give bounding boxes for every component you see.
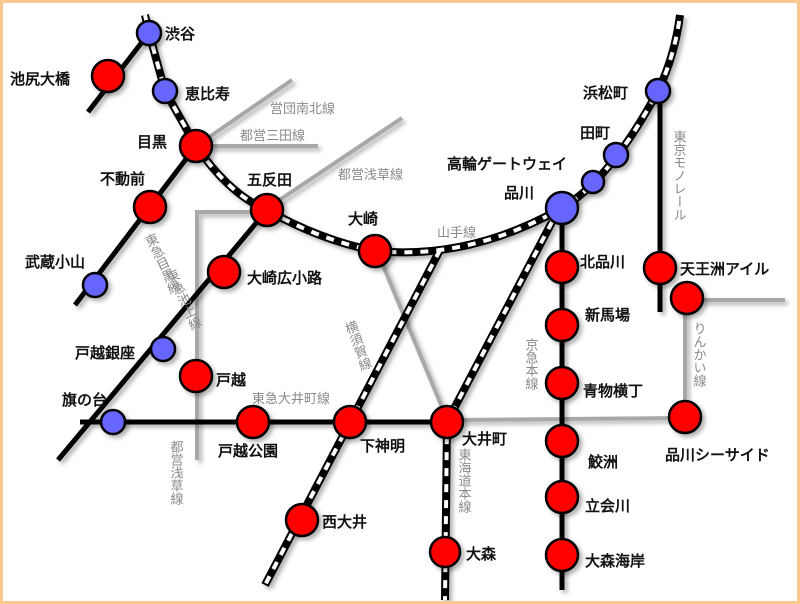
label-nanboku-line: 営団南北線 — [270, 101, 335, 117]
station-takanawa-gateway[interactable] — [580, 169, 606, 195]
station-togoshi[interactable] — [178, 358, 214, 394]
label-rinkai-line: りんかい線 — [691, 322, 707, 387]
label-yokosuka-line: 横須賀線 — [341, 319, 374, 374]
label-osaki-hirokoji: 大崎広小路 — [247, 269, 323, 287]
label-tachiaigawa: 立会川 — [585, 497, 630, 515]
station-musashi-koyama[interactable] — [81, 271, 109, 299]
station-nishi-oi[interactable] — [284, 502, 320, 538]
station-tachiaigawa[interactable] — [544, 479, 580, 515]
label-shimoshinmei: 下神明 — [360, 437, 405, 455]
label-oimachi: 大井町 — [462, 430, 507, 448]
label-ebisu: 恵比寿 — [185, 85, 230, 103]
yamanote-line — [143, 14, 682, 255]
label-togoshi-ginza: 戸越銀座 — [75, 344, 135, 362]
label-shinagawa-seaside: 品川シーサイド — [665, 446, 770, 464]
label-fudomae: 不動前 — [100, 170, 145, 188]
asakusa-line-diag — [273, 116, 404, 205]
rinkai-link-line — [378, 257, 446, 413]
label-nishi-oi: 西大井 — [322, 513, 367, 531]
station-togoshi-koen[interactable] — [235, 404, 271, 440]
station-osaki-hirokoji[interactable] — [206, 254, 242, 290]
label-omori-kaigan: 大森海岸 — [585, 552, 645, 570]
label-asakusa-line-vertical: 都営浅草線 — [168, 440, 184, 505]
station-ikejiri-ohashi[interactable] — [90, 58, 126, 94]
station-gotanda[interactable] — [249, 192, 285, 228]
label-togoshi-koen: 戸越公園 — [218, 442, 278, 460]
label-monorail-line: 東京モノレール — [671, 129, 687, 221]
station-fudomae[interactable] — [132, 189, 168, 225]
label-shibuya: 渋谷 — [165, 25, 196, 43]
label-kita-shinagawa: 北品川 — [580, 253, 625, 271]
label-keikyu-line: 京急本線 — [523, 338, 539, 390]
station-samezu[interactable] — [544, 423, 580, 459]
label-samezu: 鮫洲 — [588, 453, 618, 471]
station-hamamatsucho[interactable] — [644, 77, 672, 105]
label-asakusa-line: 都営浅草線 — [338, 167, 403, 183]
label-omori: 大森 — [466, 545, 497, 563]
station-shimoshinmei[interactable] — [332, 404, 368, 440]
label-takanawa-gateway: 高輪ゲートウェイ — [447, 155, 567, 173]
station-aomono-yokocho[interactable] — [544, 365, 580, 401]
station-osaki[interactable] — [357, 233, 393, 269]
label-yamanote-line: 山手線 — [437, 225, 476, 241]
label-tamachi: 田町 — [580, 124, 610, 142]
station-shinagawa[interactable] — [544, 190, 580, 226]
label-hatanodai: 旗の台 — [62, 391, 107, 409]
station-shinagawa-seaside[interactable] — [667, 399, 703, 435]
tokaido-line — [443, 221, 554, 601]
station-kita-shinagawa[interactable] — [544, 249, 580, 285]
label-gotanda: 五反田 — [247, 171, 292, 189]
label-tokaido-line: 東海道本線 — [456, 447, 472, 513]
oimachi-gray-line — [459, 416, 686, 422]
station-shibuya[interactable] — [135, 19, 163, 47]
station-oimachi[interactable] — [429, 404, 465, 440]
station-hatanodai[interactable] — [99, 408, 127, 436]
station-omori[interactable] — [428, 535, 462, 569]
label-meguro: 目黒 — [137, 133, 167, 151]
label-togoshi: 戸越 — [216, 371, 247, 389]
label-hamamatsucho: 浜松町 — [583, 84, 628, 102]
station-togoshi-ginza[interactable] — [149, 335, 177, 363]
label-tennozu-isle: 天王洲アイル — [680, 260, 769, 278]
label-oimachi-line: 東急大井町線 — [252, 391, 330, 407]
label-shinagawa: 品川 — [504, 184, 534, 202]
ikegami-line — [56, 208, 269, 462]
station-tennozu-isle[interactable] — [642, 250, 678, 286]
label-shinbanba: 新馬場 — [585, 306, 630, 324]
label-musashi-koyama: 武蔵小山 — [25, 253, 85, 271]
label-aomono-yokocho: 青物横丁 — [583, 382, 643, 400]
station-omori-kaigan[interactable] — [544, 537, 580, 573]
label-osaki: 大崎 — [348, 210, 378, 228]
label-mita-line: 都営三田線 — [240, 128, 305, 144]
station-ebisu[interactable] — [151, 77, 179, 105]
station-tennozu-isle-rinkai[interactable] — [669, 280, 705, 316]
station-meguro[interactable] — [178, 128, 214, 164]
label-ikejiri-ohashi: 池尻大橋 — [10, 70, 71, 88]
nanboku-line — [203, 78, 294, 142]
station-shinbanba[interactable] — [544, 307, 580, 343]
station-tamachi[interactable] — [602, 141, 630, 169]
